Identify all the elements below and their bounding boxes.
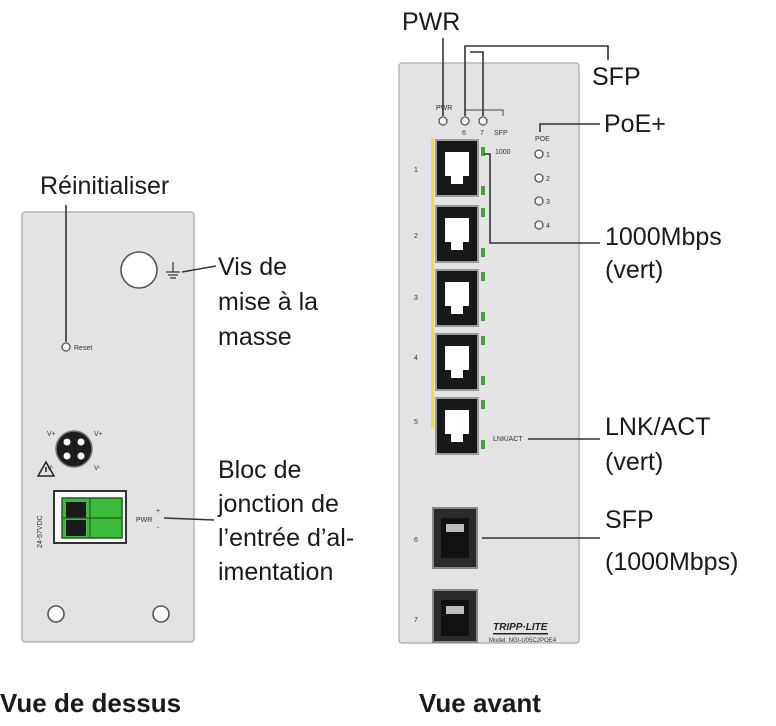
poe-label: PoE+ xyxy=(604,110,666,138)
sfp-port-label-line-2: (1000Mbps) xyxy=(605,548,738,576)
gig-label-line-1: 1000Mbps xyxy=(605,223,722,251)
poe-led-4 xyxy=(534,220,544,230)
link-led-2 xyxy=(481,248,485,257)
rj45-port-3 xyxy=(435,269,479,327)
port-number-4: 4 xyxy=(414,355,418,362)
power-connector xyxy=(55,430,93,468)
gig-led-3 xyxy=(481,272,485,281)
mount-hole-left xyxy=(47,605,65,623)
port-number-3: 3 xyxy=(414,295,418,302)
led-7-print: 7 xyxy=(480,130,484,137)
port-number-5: 5 xyxy=(414,419,418,426)
v-label-1: V+ xyxy=(47,431,56,438)
rj45-port-2 xyxy=(435,205,479,263)
led-pwr xyxy=(438,116,448,126)
rj45-port-5 xyxy=(435,397,479,455)
v-label-2: V+ xyxy=(94,431,103,438)
rj45-port-1 xyxy=(435,139,479,197)
ground-icon xyxy=(166,262,180,279)
front-view-caption: Vue avant xyxy=(419,688,541,718)
v-label-4: V- xyxy=(94,465,101,472)
led-sfp-print: SFP xyxy=(494,130,508,137)
ground-label-line-1: Vis de xyxy=(218,253,287,281)
warning-icon xyxy=(36,460,56,477)
gig-leader xyxy=(484,153,600,244)
speed-1000-print: 1000 xyxy=(495,149,511,156)
top-view: Reset V+ V+ V- V- 24-57VDC PWR + - xyxy=(21,211,195,643)
power-leader xyxy=(163,517,215,521)
sfp-led-label: SFP xyxy=(592,63,641,91)
ground-label-line-3: masse xyxy=(218,323,292,351)
voltage-print: 24-57VDC xyxy=(37,515,44,548)
port-number-1: 1 xyxy=(414,167,418,174)
gig-led-4 xyxy=(481,336,485,345)
link-led-1 xyxy=(481,186,485,195)
sfp-number-6: 6 xyxy=(414,537,418,544)
top-view-caption: Vue de dessus xyxy=(0,688,181,718)
power-label-line-1: Bloc de xyxy=(218,456,301,484)
sfp-port-6 xyxy=(432,507,478,569)
gig-led-1 xyxy=(481,147,485,156)
terminal-screw-top xyxy=(66,502,86,518)
pwr-block-print: PWR xyxy=(136,517,152,524)
link-led-4 xyxy=(481,376,485,385)
poe-print: POE xyxy=(535,136,550,143)
poe-led-4-print: 4 xyxy=(546,223,550,230)
gig-led-5 xyxy=(481,400,485,409)
led-pwr-print: PWR xyxy=(436,105,452,112)
model-print: Model: NGI-U05C2POE4 xyxy=(489,638,557,644)
mount-hole-right xyxy=(152,605,170,623)
power-connector-pins xyxy=(63,438,85,460)
lnk-label-line-1: LNK/ACT xyxy=(605,413,711,441)
poe-led-1-print: 1 xyxy=(546,152,550,159)
poe-leader xyxy=(539,123,600,132)
rj45-port-4 xyxy=(435,333,479,391)
power-label-line-2: jonction de xyxy=(217,490,339,518)
front-view: PWR 6 7 SFP 1000 POE 1 2 3 4 xyxy=(398,62,580,644)
led-7 xyxy=(478,116,488,126)
port-number-2: 2 xyxy=(414,233,418,240)
ground-screw xyxy=(120,251,158,289)
sfp-port-7 xyxy=(432,589,478,643)
brand-underline xyxy=(493,633,548,635)
plus-print: + xyxy=(156,508,160,515)
reset-print: Reset xyxy=(74,345,92,352)
led-6 xyxy=(460,116,470,126)
lnk-label-line-2: (vert) xyxy=(605,448,663,476)
reset-button xyxy=(61,342,71,352)
front-view-panel xyxy=(398,62,580,644)
terminal-screw-bottom xyxy=(66,520,86,536)
sfp-led-leader xyxy=(464,45,609,116)
v-label-3: V- xyxy=(47,465,54,472)
poe-led-1 xyxy=(534,149,544,159)
brand-logo: TRIPP·LITE xyxy=(493,622,548,633)
pwr-label: PWR xyxy=(402,8,460,36)
reset-label: Réinitialiser xyxy=(40,172,169,200)
poe-led-2 xyxy=(534,173,544,183)
minus-print: - xyxy=(157,525,160,532)
ground-leader xyxy=(181,265,217,273)
link-led-3 xyxy=(481,312,485,321)
port-accent-strip xyxy=(431,138,434,428)
poe-led-3-print: 3 xyxy=(546,199,550,206)
power-label-line-3: l’entrée d’al- xyxy=(218,524,354,552)
ground-label-line-2: mise à la xyxy=(218,288,318,316)
link-led-5 xyxy=(481,440,485,449)
lnk-act-print: LNK/ACT xyxy=(493,436,523,443)
power-label-line-4: imentation xyxy=(218,558,333,586)
gig-label-line-2: (vert) xyxy=(605,256,663,284)
sfp-port-label-line-1: SFP xyxy=(605,506,654,534)
top-view-panel xyxy=(21,211,195,643)
gig-led-2 xyxy=(481,208,485,217)
poe-led-3 xyxy=(534,196,544,206)
led-6-print: 6 xyxy=(462,130,466,137)
sfp-number-7: 7 xyxy=(414,617,418,624)
poe-led-2-print: 2 xyxy=(546,176,550,183)
